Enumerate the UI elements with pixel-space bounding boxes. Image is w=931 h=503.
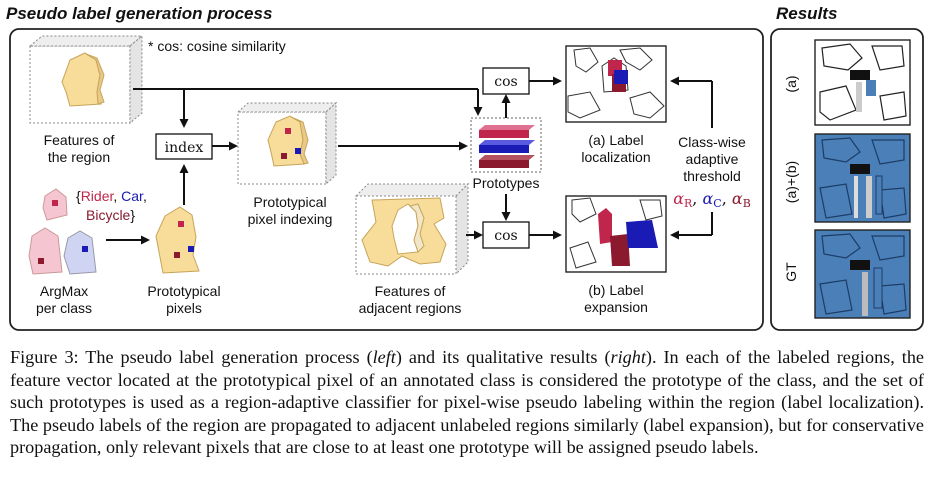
expansion-label-1: (b) Label — [588, 282, 643, 298]
cos-bottom-label: cos — [494, 228, 517, 244]
indexing-label-1: Prototypical — [253, 194, 326, 210]
argmax-label-1: ArgMax — [40, 283, 88, 299]
result-image-gt — [814, 229, 911, 319]
result-row-ab-label: (a)+(b) — [783, 161, 799, 203]
threshold-label-2: adaptive — [686, 151, 739, 167]
argmax-blobs — [28, 188, 97, 275]
prototypical-pixels-label-1: Prototypical — [147, 283, 220, 299]
features-region-label-2: the region — [48, 149, 110, 165]
prototypes-label: Prototypes — [473, 175, 540, 191]
result-image-ab — [814, 133, 911, 223]
features-region-label-1: Features of — [44, 132, 115, 148]
adjacent-label-2: adjacent regions — [359, 300, 462, 316]
cosine-note: * cos: cosine similarity — [148, 38, 286, 54]
expansion-label-2: expansion — [584, 299, 648, 315]
threshold-label-1: Class-wise — [678, 134, 746, 150]
results-title: Results — [776, 4, 838, 23]
threshold-label-3: threshold — [683, 168, 741, 184]
prototypical-pixels-region — [155, 206, 200, 274]
results-panel — [770, 28, 924, 331]
prototypes-stack — [470, 117, 542, 173]
argmax-label-2: per class — [36, 300, 92, 316]
process-panel — [9, 28, 764, 331]
localization-label-1: (a) Label — [588, 132, 643, 148]
cos-box-bottom — [482, 221, 530, 249]
class-list-line1: {Rider, Car, — [76, 188, 147, 204]
label-expansion-map — [565, 195, 667, 273]
adjacent-label-1: Features of — [375, 283, 446, 299]
indexing-label-2: pixel indexing — [248, 211, 333, 227]
index-box — [155, 133, 213, 160]
process-title: Pseudo label generation process — [6, 4, 273, 23]
pipeline-diagram: * cos: cosine similarity Features of the… — [9, 28, 924, 331]
result-row-gt-label: GT — [783, 262, 799, 282]
result-row-a-label: (a) — [783, 75, 799, 92]
adjacent-feature-volume — [354, 182, 470, 276]
label-localization-map — [565, 45, 667, 123]
prototypical-pixels-label-2: pixels — [166, 300, 202, 316]
localization-label-2: localization — [581, 149, 650, 165]
indexing-feature-volume — [236, 101, 338, 186]
alpha-thresholds: αR, αC, αB — [673, 189, 751, 210]
region-feature-volume — [28, 34, 144, 125]
figure-caption: Figure 3: The pseudo label generation pr… — [10, 347, 924, 458]
class-list-line2: Bicycle} — [86, 207, 135, 223]
result-image-a — [814, 39, 911, 126]
cos-top-label: cos — [494, 74, 517, 90]
index-label: index — [165, 140, 204, 156]
